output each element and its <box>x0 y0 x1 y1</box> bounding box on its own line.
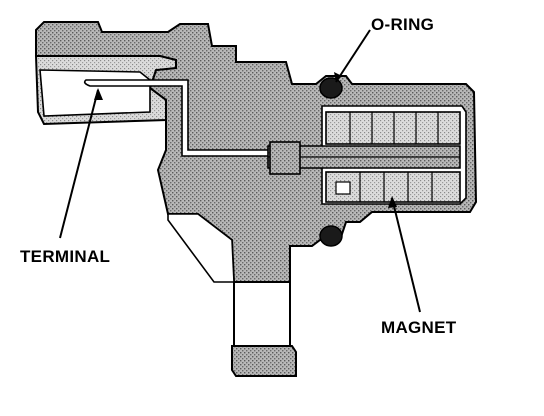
magnet-leader <box>391 197 421 313</box>
upper-magnet-coil <box>325 111 461 145</box>
o-ring-label: O-RING <box>371 15 434 34</box>
lower-magnet-coil <box>325 171 461 203</box>
connector-cavity <box>39 69 151 117</box>
terminal-label: TERMINAL <box>20 247 110 266</box>
o-ring-lower <box>319 225 343 247</box>
terminal-pin <box>83 79 271 157</box>
bottom-foot <box>231 345 297 377</box>
lower-leg <box>233 281 291 347</box>
terminal-leader <box>59 89 99 239</box>
magnet-label: MAGNET <box>381 318 457 337</box>
o-ring-leader <box>335 29 371 83</box>
body-notch <box>167 213 235 283</box>
pin-junction <box>269 141 301 175</box>
o-ring-upper <box>319 77 343 99</box>
